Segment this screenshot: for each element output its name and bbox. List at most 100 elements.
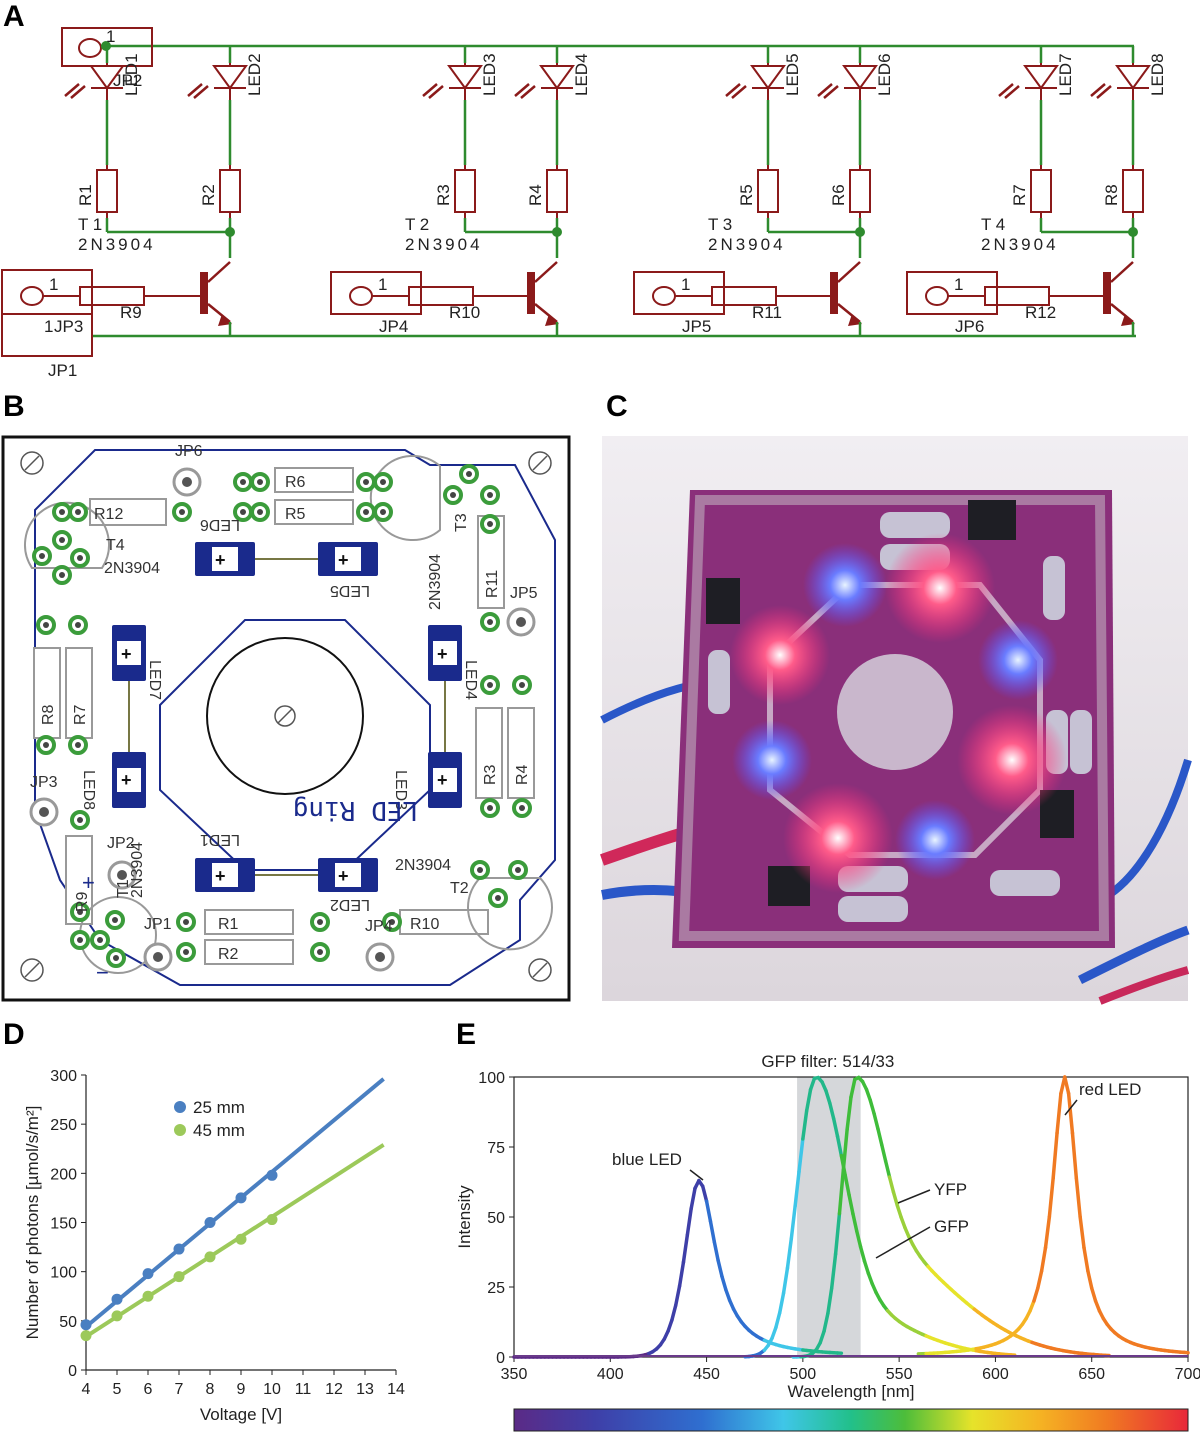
y-tick-label: 150	[50, 1216, 77, 1233]
data-point	[266, 1214, 278, 1226]
schematic-base-resistor-label: R12	[1025, 303, 1056, 322]
panel-label-b: B	[3, 390, 25, 423]
schematic-base-resistor-label: R11	[752, 303, 782, 322]
fit-line	[84, 1143, 385, 1339]
data-point	[142, 1290, 154, 1302]
x-tick-label: 12	[325, 1381, 343, 1398]
pcb-label-r11: R11	[484, 570, 501, 598]
schematic-pin-label: 1	[49, 275, 58, 294]
schematic-led-label: LED5	[783, 53, 802, 96]
x-tick-label: 6	[144, 1381, 153, 1398]
panel-label-a: A	[3, 0, 25, 33]
pcb-label-jp4: JP4	[365, 918, 393, 935]
data-point	[173, 1271, 185, 1283]
data-point	[80, 1330, 92, 1342]
legend-label: 25 mm	[193, 1098, 245, 1117]
y-tick-label: 200	[50, 1166, 77, 1183]
pcb-label-led4: LED4	[462, 660, 479, 700]
data-point	[266, 1169, 278, 1181]
yfp-label: YFP	[934, 1180, 967, 1199]
schematic-pin-label: 1	[681, 275, 690, 294]
jp1-label: JP1	[48, 361, 77, 380]
pcb-label-r1: R1	[218, 916, 239, 933]
data-point	[204, 1217, 216, 1228]
schematic-resistor-label: R7	[1010, 184, 1029, 206]
x-tick-label: 650	[1078, 1366, 1105, 1383]
pcb-label-r2: R2	[218, 946, 239, 963]
pcb-label-t2: T2	[450, 880, 469, 897]
schematic-pin-label: 1	[954, 275, 963, 294]
schematic-transistor-part: 2N3904	[708, 235, 786, 254]
schematic-jumper-label: JP4	[379, 317, 408, 336]
data-point	[235, 1233, 247, 1245]
x-tick-label: 700	[1175, 1366, 1200, 1383]
fit-line	[84, 1077, 385, 1329]
x-tick-label: 13	[356, 1381, 374, 1398]
svg-text:+: +	[215, 866, 226, 886]
svg-text:+: +	[215, 550, 226, 570]
y-tick-label: 75	[487, 1140, 505, 1157]
schematic-resistor-label: R1	[76, 184, 95, 206]
pcb-label-jp2: JP2	[107, 835, 135, 852]
schematic-base-resistor-label: R9	[120, 303, 142, 322]
data-point	[173, 1243, 185, 1255]
pcb-plus-marker: +	[82, 870, 95, 895]
pcb-label-t1-part: 2N3904	[129, 842, 146, 898]
pcb-board-text: LED Ring	[293, 795, 418, 825]
pcb-label-t3-part: 2N3904	[427, 554, 444, 610]
jp2-label: JP2	[113, 71, 142, 90]
pcb-minus-marker: −	[96, 960, 109, 985]
schematic-transistor-part: 2N3904	[405, 235, 483, 254]
pcb-label-r12: R12	[94, 506, 123, 523]
legend-marker	[174, 1124, 186, 1136]
pcb-label-r10: R10	[410, 916, 439, 933]
schematic-transistor-label: T 1	[78, 215, 102, 234]
schematic-led-label: LED2	[245, 53, 264, 96]
pcb-label-led1: LED1	[200, 831, 240, 848]
x-tick-label: 550	[886, 1366, 913, 1383]
data-point	[235, 1192, 247, 1204]
gfp-label: GFP	[934, 1217, 969, 1236]
pcb-label-jp1: JP1	[144, 916, 172, 933]
y-tick-label: 0	[68, 1363, 77, 1380]
schematic-resistor-label: R8	[1102, 184, 1121, 206]
schematic-transistor-label: T 3	[708, 215, 732, 234]
schematic-transistor-label: T 4	[981, 215, 1005, 234]
x-tick-label: 10	[263, 1381, 281, 1398]
panel-label-c: C	[606, 390, 628, 423]
schematic-led-label: LED3	[480, 53, 499, 96]
y-tick-label: 300	[50, 1068, 77, 1085]
pcb-label-led8: LED8	[80, 770, 97, 810]
red-led-curve	[916, 1075, 1190, 1356]
pcb-label-t3: T3	[453, 513, 470, 532]
pcb-label-r7: R7	[72, 704, 89, 725]
y-axis-label: Intensity	[455, 1185, 474, 1249]
pcb-label-r5: R5	[285, 506, 306, 523]
schematic-jumper-label: JP3	[54, 317, 83, 336]
y-tick-label: 100	[478, 1070, 505, 1087]
panel-label-d: D	[3, 1018, 25, 1051]
blue-led-label: blue LED	[612, 1150, 682, 1169]
svg-text:+: +	[437, 770, 448, 790]
pcb-label-t4-part: 2N3904	[104, 560, 160, 577]
y-tick-label: 0	[496, 1350, 505, 1367]
wavelength-color-bar	[513, 1408, 1189, 1432]
x-tick-label: 500	[790, 1366, 817, 1383]
pcb-label-led7: LED7	[146, 660, 163, 700]
pcb-label-r8: R8	[40, 704, 57, 725]
x-tick-label: 8	[206, 1381, 215, 1398]
svg-text:+: +	[121, 644, 132, 664]
x-tick-label: 11	[295, 1381, 312, 1398]
schematic-base-resistor-label: R10	[449, 303, 480, 322]
pcb-label-led6: LED6	[200, 516, 240, 533]
schematic-resistor-label: R3	[434, 184, 453, 206]
schematic-led-label: LED8	[1148, 53, 1167, 96]
panel-label-e: E	[456, 1018, 477, 1051]
